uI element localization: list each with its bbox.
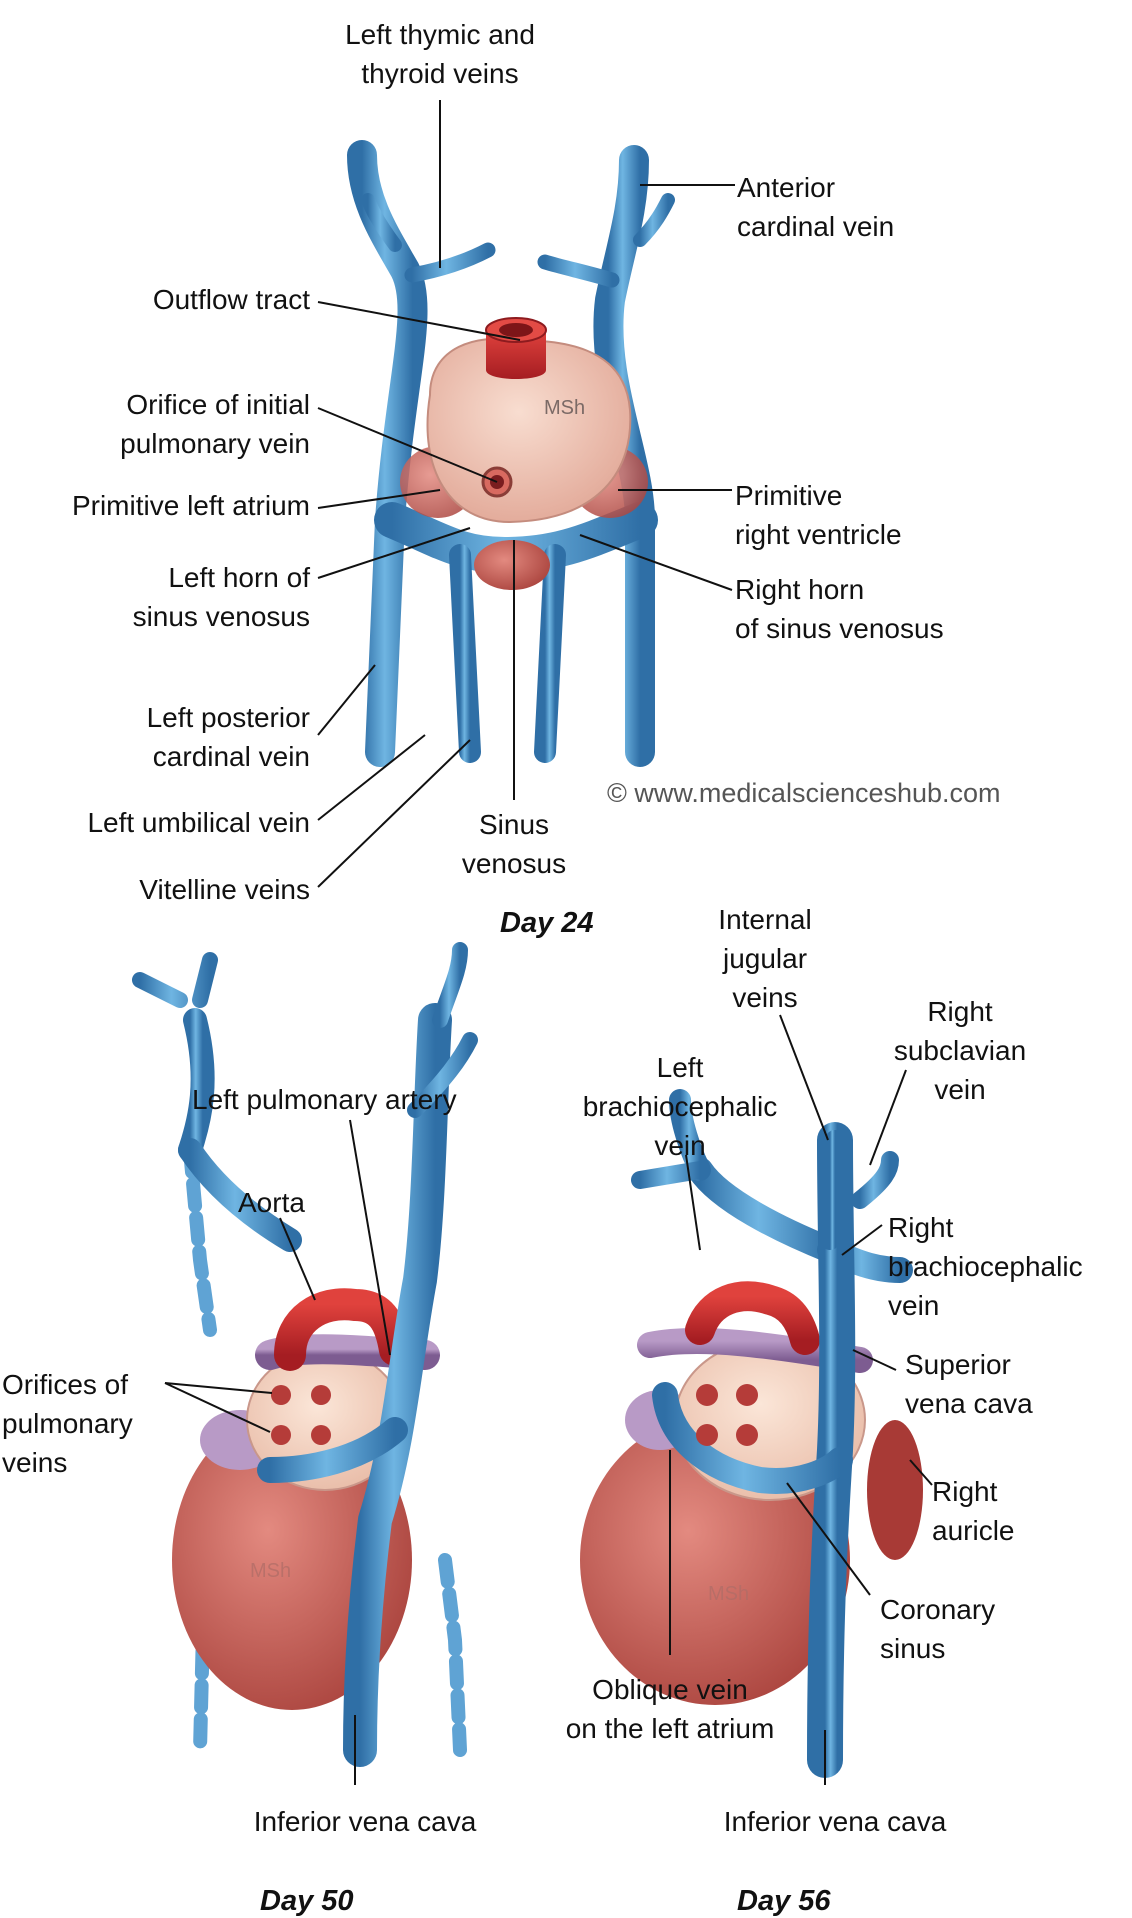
day50-pulmonary-orifices [271, 1385, 331, 1445]
caption-day-24: Day 24 [500, 907, 594, 939]
label-left-brachiocephalic-vein: Left brachiocephalic vein [582, 1052, 778, 1161]
label-aorta: Aorta [238, 1187, 305, 1218]
label-left-umbilical-vein: Left umbilical vein [87, 807, 310, 838]
label-inferior-vena-cava-day56: Inferior vena cava [723, 1806, 947, 1837]
watermark-day50: MSh [250, 1560, 292, 1582]
day50-illustration [132, 942, 478, 1767]
label-orifice-initial-pulmonary-vein: Orifice of initial pulmonary vein [120, 389, 310, 459]
day50-aorta [274, 1288, 411, 1371]
day50-svc-ivc [343, 1003, 452, 1767]
copyright-notice: © www.medicalscienceshub.com [607, 778, 1001, 808]
label-left-posterior-cardinal-vein: Left posterior cardinal vein [146, 702, 310, 772]
label-outflow-tract: Outflow tract [152, 284, 310, 315]
label-primitive-left-atrium: Primitive left atrium [71, 490, 310, 521]
leader-lines [164, 100, 933, 1785]
day24-illustration [347, 140, 675, 767]
label-orifices-pulmonary-veins: Orifices of pulmonary veins [2, 1369, 133, 1478]
vitelline-vein-left [449, 544, 481, 763]
outflow-tract [486, 330, 546, 379]
label-left-horn-sinus-venosus: Left horn of sinus venosus [132, 562, 310, 632]
day56-aorta [685, 1281, 820, 1355]
day56-pulmonary-orifices [696, 1384, 758, 1446]
label-coronary-sinus: Coronary sinus [880, 1594, 996, 1664]
watermark-day56: MSh [708, 1583, 750, 1605]
day56-coronary-sinus [652, 1382, 853, 1494]
label-primitive-right-ventricle: Primitive right ventricle [735, 480, 902, 550]
day56-illustration [580, 1089, 923, 1778]
label-right-brachiocephalic-vein: Right brachiocephalic vein [888, 1212, 1083, 1321]
caption-day-56: Day 56 [737, 1885, 831, 1917]
label-vitelline-veins: Vitelline veins [139, 874, 310, 905]
label-left-pulmonary-artery: Left pulmonary artery [192, 1084, 457, 1115]
label-oblique-vein-left-atrium: Oblique vein on the left atrium [565, 1674, 775, 1744]
label-right-subclavian-vein: Right subclavian vein [893, 996, 1027, 1105]
label-thymic-thyroid-veins: Left thymic and thyroid veins [345, 19, 535, 89]
label-inferior-vena-cava-day50: Inferior vena cava [253, 1806, 477, 1837]
watermark-day24: MSh [544, 397, 586, 419]
caption-day-50: Day 50 [260, 1885, 354, 1917]
label-anterior-cardinal-vein: Anterior cardinal vein [737, 172, 895, 242]
label-sinus-venosus: Sinus venosus [461, 809, 567, 879]
left-thymic-branch [404, 242, 496, 283]
label-right-auricle: Right auricle [932, 1476, 1015, 1546]
label-right-horn-sinus-venosus: Right horn of sinus venosus [735, 574, 944, 644]
vitelline-vein-right [534, 544, 566, 763]
label-internal-jugular-veins: Internal jugular veins [718, 904, 812, 1013]
label-superior-vena-cava: Superior vena cava [905, 1349, 1033, 1419]
